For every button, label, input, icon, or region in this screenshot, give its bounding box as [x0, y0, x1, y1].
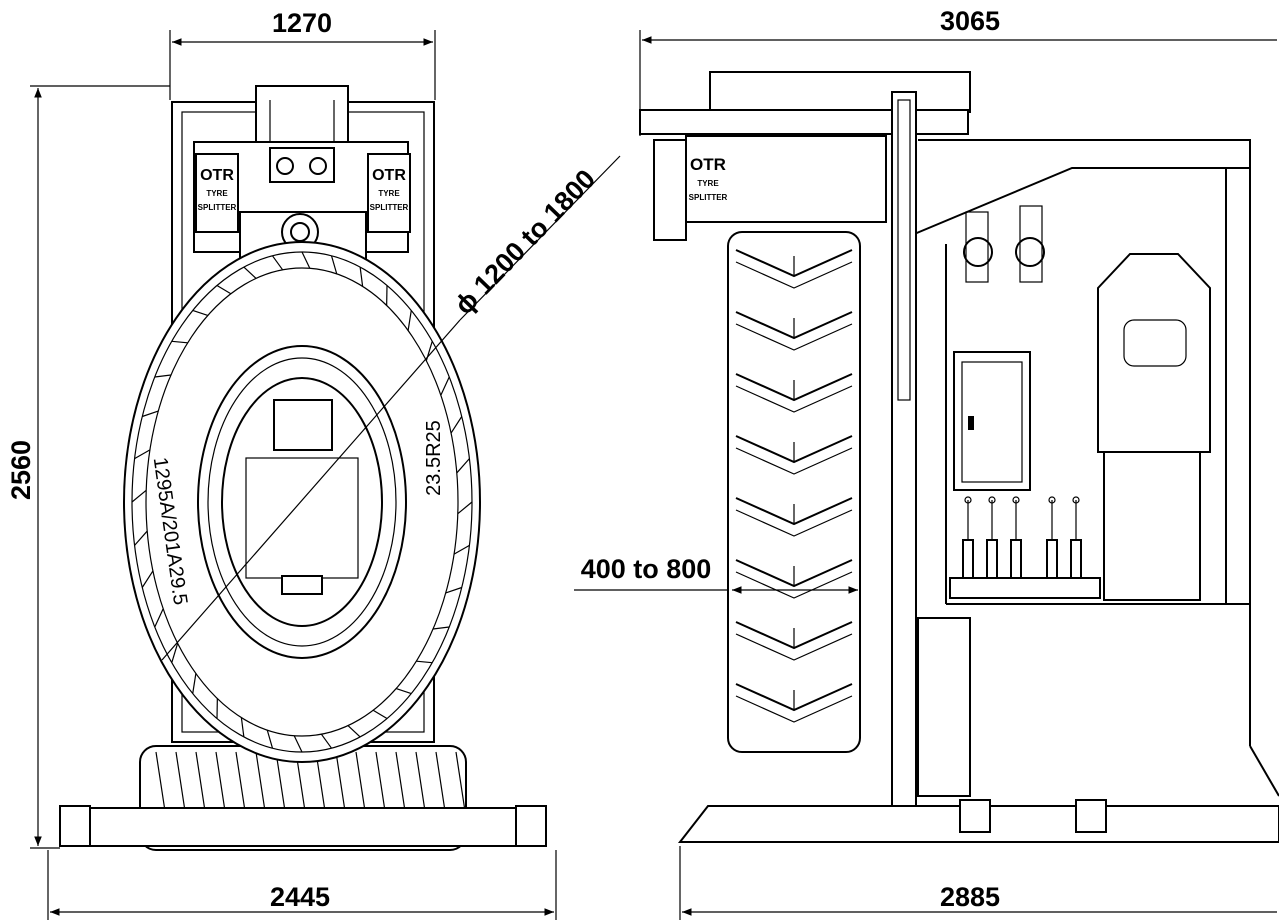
tread-chevron-inner [735, 571, 853, 599]
tire-lug [450, 416, 463, 434]
valve-knob [1072, 496, 1080, 504]
svg-text:SPLITTER: SPLITTER [370, 203, 409, 212]
svg-text:TYRE: TYRE [378, 189, 400, 198]
tire-lug [134, 530, 148, 546]
tire-lug [134, 449, 151, 460]
tire-width-dimension: 400 to 800 [574, 554, 858, 594]
tire-lug [131, 489, 147, 503]
tire-lug [445, 586, 462, 594]
tire-lug [192, 309, 209, 317]
tire-side [727, 231, 861, 753]
tire-lug [192, 673, 197, 694]
tire-lug [171, 643, 179, 663]
plate-side: OTR TYRE SPLITTER [689, 155, 728, 202]
side-base [677, 799, 1279, 843]
dimension-height: 2560 [6, 85, 170, 849]
valve-knob [988, 496, 996, 504]
tire-lug [216, 284, 232, 295]
svg-text:TYRE: TYRE [697, 179, 719, 188]
svg-text:OTR: OTR [690, 155, 726, 174]
tire-lug [171, 340, 188, 344]
tire-front: 23.5R25 1295A/201A29.5 [123, 241, 481, 763]
valve-body [1010, 539, 1022, 579]
tire-lug [266, 729, 274, 749]
tire-lug [359, 267, 364, 287]
svg-text:SPLITTER: SPLITTER [689, 193, 728, 202]
valve-knob [964, 496, 972, 504]
tire-lug [432, 626, 450, 630]
tire-lug [456, 458, 470, 474]
dimension-width-bottom-label: 2445 [270, 882, 330, 912]
valve-body [1070, 539, 1082, 579]
tire-lug [293, 735, 303, 753]
diameter-label: ϕ 1200 to 1800 [449, 164, 601, 320]
svg-text:SPLITTER: SPLITTER [198, 203, 237, 212]
tire-lug [457, 501, 473, 515]
tire-width-label: 400 to 800 [581, 554, 712, 584]
valve-body [962, 539, 974, 579]
tread-chevron-inner [735, 447, 853, 475]
tire-lug [243, 266, 257, 279]
side-view: 3065 2885 [574, 6, 1279, 920]
tire-lug [330, 255, 338, 275]
tire-lug [453, 544, 470, 555]
tire-lug [301, 251, 311, 269]
tread-chevron-inner [735, 633, 853, 661]
valve-knob [1048, 496, 1056, 504]
tire-lug [271, 255, 284, 271]
tire-lug [142, 410, 159, 418]
tire-lug [372, 709, 388, 720]
tire-lug [440, 376, 450, 396]
tire-lug [320, 733, 333, 749]
front-base-frame [59, 805, 547, 847]
svg-text:OTR: OTR [372, 167, 406, 184]
tire-lug [407, 310, 412, 331]
tread-chevron-inner [735, 385, 853, 413]
side-body [639, 71, 1279, 797]
tire-lug [240, 717, 245, 737]
tire-lug [141, 570, 154, 588]
plate-left: OTR TYRE SPLITTER [198, 167, 237, 212]
dimension-width-top-label: 1270 [272, 8, 332, 38]
tire-lug [347, 725, 361, 738]
dimension-width-bottom: 2445 [47, 850, 557, 920]
tire-lug [416, 660, 433, 664]
tire-lug [395, 687, 412, 695]
svg-text:OTR: OTR [200, 167, 234, 184]
svg-text:TYRE: TYRE [206, 189, 228, 198]
tread-chevron-inner [735, 261, 853, 289]
tire-marking-right: 23.5R25 [423, 420, 445, 496]
valve-body [1046, 539, 1058, 579]
tread-chevron-inner [735, 509, 853, 537]
front-view: 1270 2560 2445 [6, 8, 621, 920]
valve-body [986, 539, 998, 579]
valve-knob [1012, 496, 1020, 504]
tread-chevron-inner [735, 323, 853, 351]
dimension-length-top-label: 3065 [940, 6, 1000, 36]
dimension-width-top: 1270 [169, 8, 436, 100]
tire-lug [154, 608, 164, 628]
dimension-length-bottom: 2885 [679, 846, 1277, 920]
plate-right: OTR TYRE SPLITTER [370, 167, 409, 212]
tire-lug [154, 374, 172, 378]
tread-chevron-inner [735, 695, 853, 723]
dimension-length-bottom-label: 2885 [940, 882, 1000, 912]
dimension-height-label: 2560 [6, 440, 36, 500]
